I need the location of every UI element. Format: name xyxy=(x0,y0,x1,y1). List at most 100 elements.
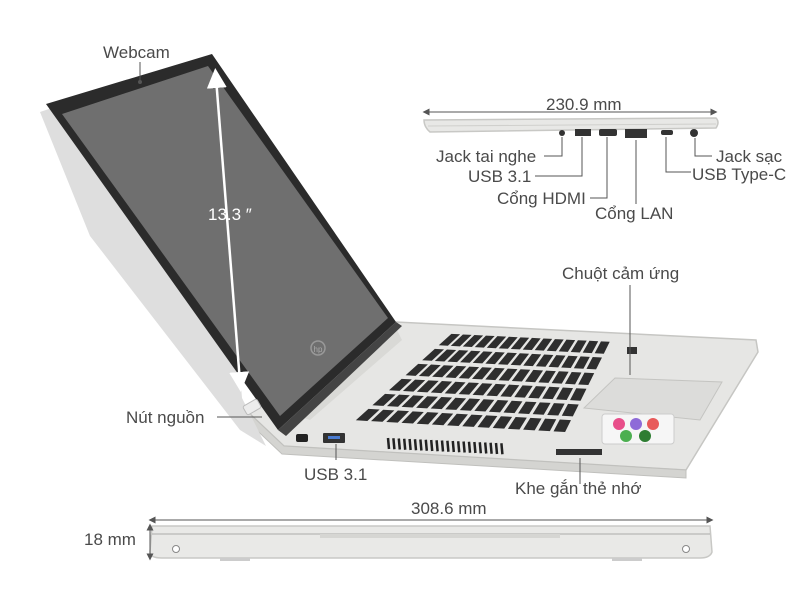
screen-size-label: 13.3 ″ xyxy=(208,205,252,224)
keyboard xyxy=(355,333,610,433)
keyboard-key xyxy=(474,399,495,412)
keyboard-key xyxy=(528,386,547,399)
keyboard-key xyxy=(570,340,587,353)
keyboard-key xyxy=(401,395,424,408)
keyboard-key xyxy=(445,365,467,378)
keyboard-key xyxy=(447,413,468,427)
vent-slot xyxy=(467,441,472,453)
keyboard-key xyxy=(402,379,426,392)
keyboard-key xyxy=(462,414,483,427)
vent-slot xyxy=(489,442,493,454)
keyboard-key xyxy=(518,401,537,414)
vent-slot xyxy=(413,439,418,451)
keyboard-key xyxy=(594,341,610,354)
thickness-label: 18 mm xyxy=(84,530,136,549)
front-profile xyxy=(149,525,713,561)
keyboard-key xyxy=(523,417,542,431)
keyboard-key xyxy=(450,334,472,347)
keyboard-key xyxy=(507,417,527,430)
keyboard-key xyxy=(561,403,579,417)
keyboard-key xyxy=(500,384,520,397)
keyboard-key xyxy=(416,380,439,393)
keyboard-key xyxy=(372,393,396,406)
lan-label: Cổng LAN xyxy=(595,204,674,223)
vent-slot xyxy=(429,439,434,452)
vent-slot xyxy=(494,442,499,455)
keyboard-key xyxy=(534,338,553,351)
keyboard-key xyxy=(458,366,480,379)
keyboard-key xyxy=(434,349,457,362)
keyboard-key xyxy=(564,371,582,385)
keyboard-key xyxy=(498,352,517,365)
keyboard-key xyxy=(578,372,595,386)
card-reader-label: Khe gắn thẻ nhớ xyxy=(515,479,642,498)
hp-logo xyxy=(310,340,326,356)
power-button xyxy=(242,398,262,416)
usb-left-label: USB 3.1 xyxy=(304,465,368,484)
keyboard-key xyxy=(389,378,412,391)
headphone-jack-label: Jack tai nghe xyxy=(436,147,537,166)
keyboard-key xyxy=(553,419,571,433)
usb-right-label: USB 3.1 xyxy=(468,167,532,186)
stickers xyxy=(601,413,675,445)
leader-lines xyxy=(139,62,712,484)
keyboard-key xyxy=(525,369,544,383)
vent-slot xyxy=(456,441,461,453)
hdmi-label: Cổng HDMI xyxy=(497,189,586,208)
vent-slot xyxy=(424,439,429,451)
keyboard-key xyxy=(485,367,505,381)
charging-jack-label: Jack sạc xyxy=(716,147,783,166)
keyboard-key xyxy=(371,409,395,422)
keyboard-key xyxy=(535,354,554,367)
depth-label: 230.9 mm xyxy=(546,95,622,114)
keyboard-key xyxy=(573,356,590,369)
keyboard-key xyxy=(422,348,445,361)
vent-slot xyxy=(483,442,488,454)
keyboard-key xyxy=(447,350,469,363)
keyboard-key xyxy=(472,383,493,396)
vent-slot xyxy=(392,438,396,450)
keyboard-key xyxy=(492,416,513,429)
keyboard-key xyxy=(485,351,505,365)
vent-slot xyxy=(462,441,466,453)
keyboard-key xyxy=(547,403,565,416)
vent-slot xyxy=(419,439,423,451)
keyboard-key xyxy=(503,400,523,414)
keyboard-key xyxy=(418,364,441,377)
keyboard-key xyxy=(430,396,453,410)
keyboard-key xyxy=(532,402,551,415)
keyboard-key xyxy=(548,355,566,368)
vent-slot xyxy=(440,440,445,452)
vent-slot xyxy=(386,437,391,450)
vent-slot xyxy=(446,440,450,452)
keyboard-key xyxy=(462,335,484,347)
keyboard-key xyxy=(386,410,410,423)
keyboard-key xyxy=(570,388,587,401)
keyboard-key xyxy=(586,356,602,370)
keyboard-key xyxy=(486,383,506,397)
power-button-label: Nút nguồn xyxy=(126,408,205,427)
keyboard-key xyxy=(471,367,492,380)
keyboard-key xyxy=(386,394,410,407)
side-profile xyxy=(423,117,719,138)
keyboard-key xyxy=(477,415,498,428)
keyboard-key xyxy=(445,397,467,410)
keyboard-key xyxy=(472,351,493,364)
vent-slot xyxy=(408,438,412,451)
keyboard-key xyxy=(460,350,481,363)
keyboard-key xyxy=(556,387,574,400)
keyboard-key xyxy=(558,339,576,352)
keyboard-key xyxy=(510,353,530,366)
diagonal-arrow xyxy=(206,68,250,392)
vent-slot xyxy=(500,443,504,455)
keyboard-key xyxy=(444,381,466,394)
keyboard-key xyxy=(405,363,428,376)
vent-slot xyxy=(478,442,483,454)
touchpad-label: Chuột cảm ứng xyxy=(562,264,680,283)
width-label: 308.6 mm xyxy=(411,499,487,518)
keyboard-key xyxy=(551,371,569,384)
keyboard-key xyxy=(431,412,454,426)
keyboard-key xyxy=(514,385,533,398)
usb-type-c-label: USB Type-C xyxy=(692,165,787,184)
